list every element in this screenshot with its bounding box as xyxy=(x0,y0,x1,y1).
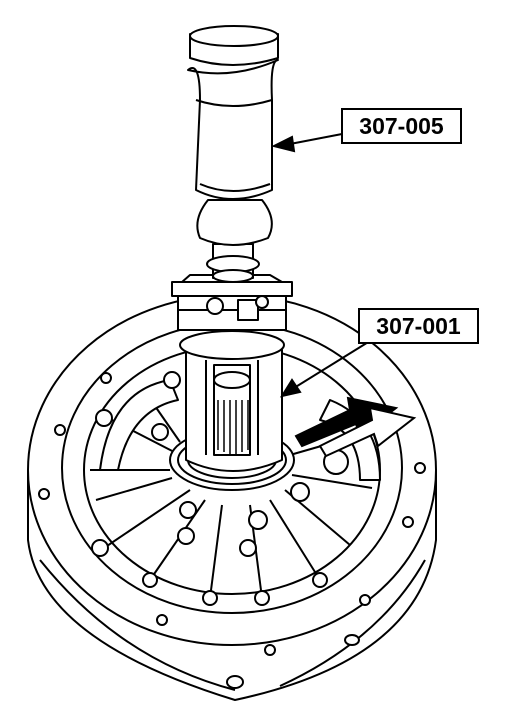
bolt-holes xyxy=(38,372,426,689)
callout-label-307-005: 307-005 xyxy=(341,108,462,144)
direction-arrow-icon xyxy=(294,396,417,458)
remover-tool xyxy=(171,274,293,472)
pointer-arrow-icon xyxy=(271,133,379,398)
slide-hammer xyxy=(187,25,279,283)
callout-label-307-001: 307-001 xyxy=(358,308,479,344)
rib-bosses xyxy=(91,371,349,606)
